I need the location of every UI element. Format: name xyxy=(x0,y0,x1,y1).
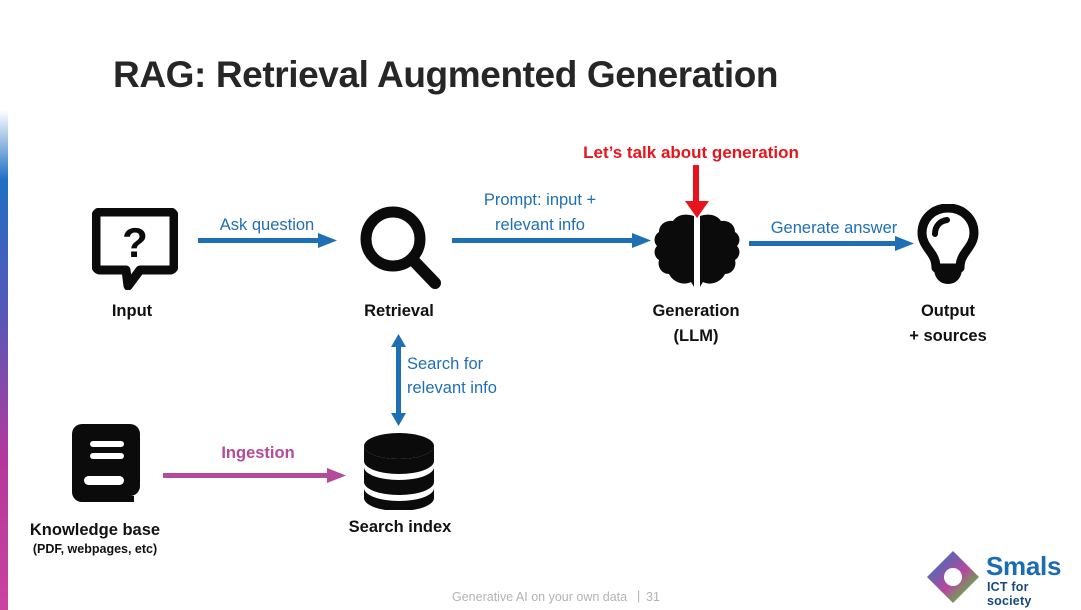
flow-label-ingestion: Ingestion xyxy=(221,444,295,462)
question-speech-bubble-icon: ? xyxy=(92,208,178,290)
node-label-generation: Generation xyxy=(652,302,740,320)
flow-label-generate-answer: Generate answer xyxy=(770,219,898,237)
annotation-text: Let’s talk about generation xyxy=(583,143,799,162)
footer-deck-title: Generative AI on your own data xyxy=(452,590,628,604)
arrow-ingestion xyxy=(163,468,346,483)
flow-label-search-line2: relevant info xyxy=(407,379,497,397)
flow-label-search-line1: Search for xyxy=(407,355,484,373)
book-icon xyxy=(72,424,140,502)
footer-page-number: 31 xyxy=(646,590,660,604)
node-label-input: Input xyxy=(111,302,153,320)
lightbulb-icon xyxy=(917,204,979,284)
left-accent-bar xyxy=(0,110,8,610)
smals-logo-name: Smals xyxy=(986,551,1062,581)
node-sublabel-output: + sources xyxy=(909,327,987,345)
node-sublabel-knowledge-base: (PDF, webpages, etc) xyxy=(32,542,158,556)
page-title: RAG: Retrieval Augmented Generation xyxy=(113,54,779,95)
red-down-arrow-icon xyxy=(685,165,709,218)
svg-text:?: ? xyxy=(122,219,148,266)
node-label-knowledge-base: Knowledge base xyxy=(29,521,161,539)
magnifying-glass-icon xyxy=(360,206,441,289)
flow-label-prompt-line2: relevant info xyxy=(495,216,585,234)
arrow-retrieval-search-index xyxy=(391,334,406,426)
flow-label-ask-question: Ask question xyxy=(219,216,315,234)
node-label-output: Output xyxy=(920,302,976,320)
smals-diamond-icon xyxy=(927,551,979,603)
node-sublabel-generation: (LLM) xyxy=(673,327,719,345)
arrow-input-to-retrieval xyxy=(198,233,337,248)
arrow-generation-to-output xyxy=(749,236,914,251)
flow-label-prompt-line1: Prompt: input + xyxy=(483,191,597,209)
brain-icon xyxy=(654,214,740,287)
node-label-retrieval: Retrieval xyxy=(364,302,434,320)
smals-logo-tagline: ICT for society xyxy=(987,580,1032,608)
node-label-search-index: Search index xyxy=(348,518,452,536)
arrow-retrieval-to-generation xyxy=(452,233,651,248)
footer-separator: | xyxy=(637,589,641,603)
database-cylinder-icon xyxy=(364,433,434,510)
smals-logo: Smals ICT for society xyxy=(925,549,1073,608)
